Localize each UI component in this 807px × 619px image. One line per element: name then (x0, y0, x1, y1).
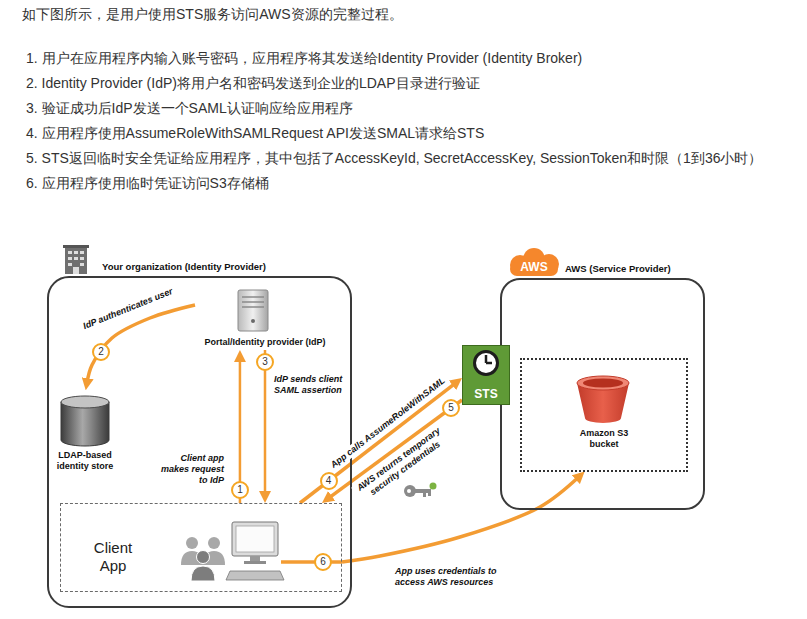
server-icon (238, 290, 268, 331)
node-label: LDAP-based identity store (53, 450, 117, 472)
identity-store-node: LDAP-based identity store (50, 390, 120, 474)
organization-region: Your organization (Identity Provider)Por… (47, 276, 352, 608)
building-icon (65, 248, 87, 274)
clock-icon (463, 346, 509, 380)
callout-number: 3 (256, 353, 274, 371)
server-slot (242, 296, 264, 298)
flow-arrow (328, 400, 462, 499)
flow-arrow (342, 476, 579, 562)
building-window (80, 257, 84, 260)
building-roof (63, 245, 89, 248)
flow-arrow (300, 382, 456, 503)
callout-number: 6 (314, 553, 332, 571)
key-tag (430, 483, 437, 490)
server-slot (242, 301, 264, 303)
client-app-box: Client App (60, 503, 342, 592)
monitor-frame (232, 522, 278, 556)
bucket-rim (577, 376, 629, 390)
edge-label: App calls AssumeRoleWithSAML (327, 374, 449, 472)
monitor-stand (250, 556, 260, 561)
node-label: Portal/Identity provider (IdP) (204, 337, 325, 348)
logo-text: AWS (520, 260, 547, 274)
step-text: 5. STS返回临时安全凭证给应用程序，其中包括了AccessKeyId, Se… (26, 146, 766, 171)
building-door (73, 267, 79, 274)
clock-hand (486, 362, 492, 365)
callout-number: 4 (320, 472, 338, 490)
flow-arrow (264, 350, 267, 496)
monitor-base (244, 561, 266, 564)
step-text: 6. 应用程序使用临时凭证访问S3存储桶 (26, 171, 766, 196)
intro-text: 如下图所示，是用户使用STS服务访问AWS资源的完整过程。 (22, 4, 403, 24)
edge-label: App uses credentials to access AWS resou… (393, 566, 515, 588)
s3-bucket-box: Amazon S3 bucket (520, 358, 688, 472)
flow-arrow (87, 305, 195, 383)
user-head (208, 537, 220, 549)
flow-stub (281, 560, 342, 564)
step-text: 2. Identity Provider (IdP)将用户名和密码发送到企业的L… (26, 71, 766, 96)
identity-provider-node: Portal/Identity provider (IdP) (195, 288, 335, 350)
edge-label: IdP sends client SAML assertion (272, 374, 346, 396)
key-tooth (428, 493, 431, 496)
step-text: 4. 应用程序使用AssumeRoleWithSAMLRequest API发送… (26, 121, 766, 146)
monitor-screen (236, 526, 274, 552)
box-label: Client App (89, 539, 137, 575)
edge-label: Client app makes request to IdP (154, 453, 226, 486)
server-button (251, 319, 255, 323)
user-body (191, 566, 215, 581)
key-hole (407, 489, 411, 493)
key-tooth (423, 493, 426, 497)
aws-cloud (510, 262, 558, 276)
node-label: Amazon S3 bucket (573, 428, 635, 450)
bucket-opening (583, 379, 623, 388)
key-bow (404, 485, 416, 497)
key-shaft (415, 489, 431, 493)
callout-number: 5 (442, 399, 460, 417)
callout-number: 2 (92, 343, 110, 361)
building-window (68, 251, 72, 254)
user-head (186, 537, 198, 549)
edge-label: AWS returns temporary security credentia… (351, 423, 453, 506)
database-cylinder (61, 402, 109, 446)
edge-label: IdP authenticates user (80, 285, 177, 333)
server-slot (242, 306, 264, 308)
region-heading: AWS (Service Provider) (565, 263, 671, 275)
user-head (197, 551, 210, 564)
database-top (61, 396, 109, 408)
service-label: STS (474, 387, 497, 401)
keyboard (226, 571, 284, 580)
step-list: 1. 用户在应用程序内输入账号密码，应用程序将其发送给Identity Prov… (26, 46, 766, 196)
step-text: 1. 用户在应用程序内输入账号密码，应用程序将其发送给Identity Prov… (26, 46, 766, 71)
building-window (80, 263, 84, 266)
sts-service-box: STS (462, 345, 510, 405)
clock-face (475, 352, 498, 375)
building-window (68, 263, 72, 266)
region-heading: Your organization (Identity Provider) (102, 261, 266, 273)
step-text: 3. 验证成功后IdP发送一个SAML认证响应给应用程序 (26, 96, 766, 121)
building-window (74, 257, 78, 260)
callout-number: 1 (231, 481, 249, 499)
building-window (74, 251, 78, 254)
service-provider-region: AWS (Service Provider) STSAmazon S3 buck… (500, 278, 705, 510)
building-window (68, 257, 72, 260)
building-window (80, 251, 84, 254)
flow-arrow (239, 357, 242, 503)
